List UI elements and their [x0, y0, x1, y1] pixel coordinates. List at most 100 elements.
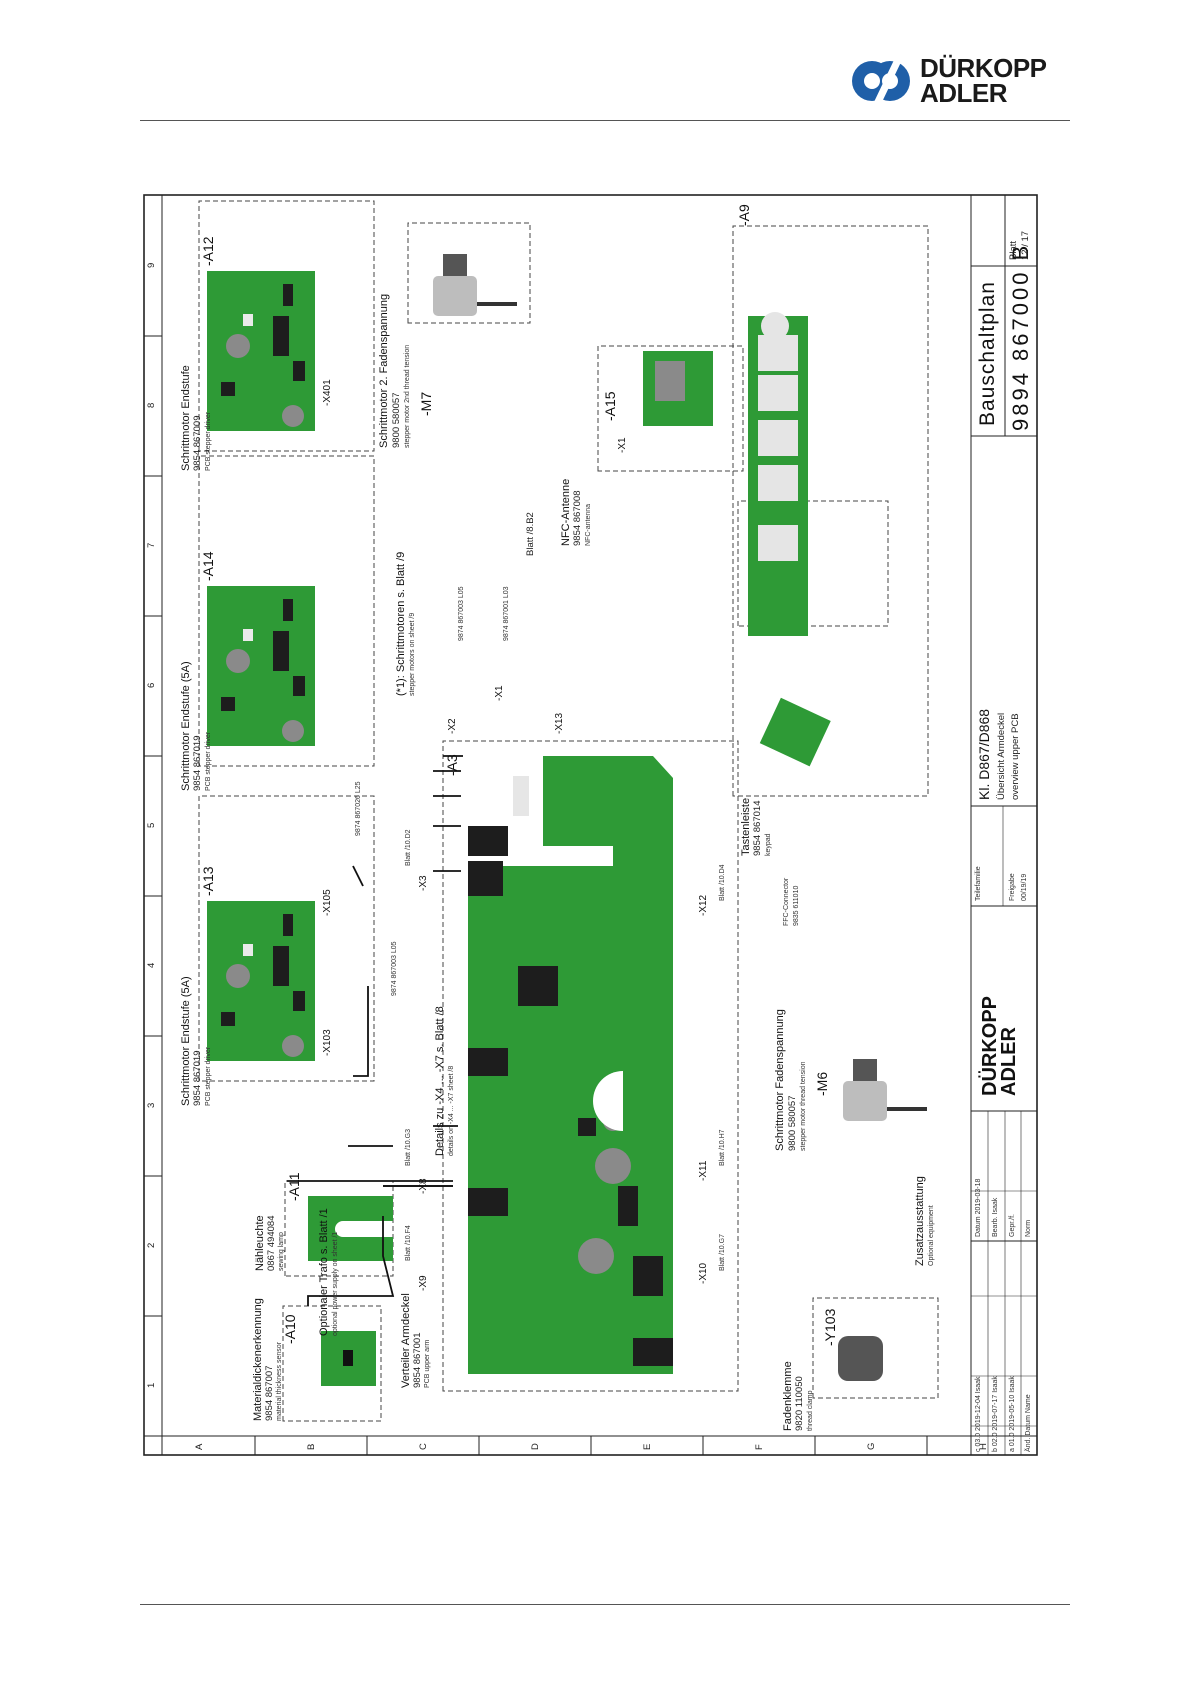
tb-line1: Kl. D867/D868 [976, 708, 992, 800]
tb-line2: Übersicht Armdeckel [996, 712, 1007, 800]
a9-number: 9854 867014 [752, 800, 763, 856]
y103-number: 9820 110050 [794, 1376, 805, 1431]
col-label-3: 3 [146, 1102, 157, 1108]
rev-c-name: Isaak [975, 1376, 982, 1394]
logo-mark-icon [852, 60, 910, 102]
brand-line1: DÜRKOPP [920, 53, 1047, 83]
trafo-note-en: optional power supply on sheet /1 [332, 1231, 339, 1336]
tb-blatt-label: Blatt [1008, 240, 1019, 260]
ref-x9: Blatt /10.F4 [405, 1225, 412, 1261]
a14-desc: PCB stepper driver [205, 731, 212, 791]
freigabe-date: 00/19/19 [1021, 873, 1028, 901]
col-label-9: 9 [146, 262, 157, 268]
stepper-note-en: stepper motors on sheet /9 [409, 612, 416, 696]
schematic-graphics [143, 194, 1038, 1456]
rev-head-change: Änd. [1025, 1437, 1032, 1452]
a3-name: Verteiler Armdeckel [400, 1293, 412, 1388]
header-rule [140, 120, 1070, 121]
a15-number: 9854 867008 [572, 490, 583, 546]
blatt-82: Blatt /8.B2 [525, 512, 536, 556]
ref-x8: Blatt /10.G3 [405, 1129, 412, 1166]
rev-head: Änd. Datum Name [1025, 1394, 1032, 1452]
conn-x12: -X12 [698, 894, 709, 916]
a12-ref: -A12 [200, 236, 216, 266]
trafo-note: Optionaler Trafo s. Blatt /1 [318, 1208, 330, 1336]
brand-name: DÜRKOPP ADLER [920, 53, 1047, 108]
tb-line3: overview upper PCB [1010, 713, 1021, 800]
cable-c1: 9874 867003 L05 [391, 941, 398, 997]
a10-ref: -A10 [282, 1314, 298, 1344]
col-label-1: 1 [146, 1382, 157, 1388]
row-label-g: G [866, 1442, 877, 1450]
rev-a-name: Isaak [1009, 1376, 1016, 1393]
row-label-e: E [642, 1443, 653, 1450]
brand-logo: DÜRKOPP ADLER [850, 53, 1080, 112]
conn-x1-a15: -X1 [617, 437, 628, 453]
conn-x3: -X3 [418, 875, 429, 891]
a9-name: Tastenleiste [740, 797, 752, 856]
col-label-2: 2 [146, 1242, 157, 1248]
brand-line2: ADLER [920, 78, 1008, 108]
y103-ref: -Y103 [822, 1308, 838, 1346]
appr-gepr: Gepr./f. [1009, 1214, 1016, 1237]
a12-desc: PCB stepper driver [205, 411, 212, 471]
a11-name: Nähleuchte [254, 1215, 266, 1271]
a14-name: Schrittmotor Endstufe (5A) [180, 661, 192, 791]
family-label: Teilefamilie [975, 866, 982, 901]
conn-x8: -X8 [418, 1178, 429, 1194]
row-label-d: D [530, 1443, 541, 1450]
row-label-b: B [306, 1443, 317, 1450]
col-label-6: 6 [146, 682, 157, 688]
conn-x10: -X10 [698, 1262, 709, 1284]
a3-number: 9854 867001 [412, 1332, 423, 1388]
schematic-sheet: 1 2 3 4 5 6 7 8 9 A B C D E F G H -A10 M… [143, 194, 1038, 1456]
titleblock-brand: DÜRKOPP ADLER [979, 996, 1020, 1096]
rev-a-date: 2019-05-10 [1009, 1394, 1016, 1431]
col-label-7: 7 [146, 542, 157, 548]
conn-x1: -X1 [494, 685, 505, 701]
a15-desc: NFC-antenna [585, 503, 592, 546]
appr-date: Datum 2019-03-18 [975, 1179, 982, 1237]
a13-ref: -A13 [200, 866, 216, 896]
appr-date-value: 2019-03-18 [975, 1178, 982, 1215]
conn-x401-a12: -X401 [322, 379, 333, 406]
a14-ref: -A14 [200, 551, 216, 581]
m6-number: 9800 580057 [787, 1095, 798, 1151]
m6-ref: -M6 [814, 1071, 830, 1096]
rev-row-b: b 02.0 2019-07-17 Isaak [992, 1376, 999, 1452]
a15-ref: -A15 [602, 391, 618, 421]
ref-x3: Blatt /10.D2 [405, 829, 412, 866]
conn-x103-a13: -X103 [322, 1029, 333, 1056]
ref-x10: Blatt /10.G7 [719, 1234, 726, 1271]
rev-b-letter: b [992, 1448, 999, 1452]
details-note: Details zu -X4 ... -X7 s. Blatt /8 [434, 1006, 446, 1156]
a9-ref: -A9 [736, 204, 752, 226]
row-label-f: F [754, 1444, 765, 1450]
m7-name: Schrittmotor 2. Fadenspannung [378, 293, 390, 448]
conn-x105-a13: -X105 [322, 889, 333, 916]
appr-date-label: Datum [975, 1216, 982, 1237]
a11-desc: sewing lamp [278, 1232, 285, 1271]
m6-desc: stepper motor thread tension [800, 1061, 807, 1152]
a9-desc: keypad [765, 833, 772, 856]
col-label-4: 4 [146, 962, 157, 968]
cable-c2: 9874 867026 L25 [355, 781, 362, 837]
ffc-number: 9835 611010 [793, 885, 800, 926]
a11-number: 0867 494084 [266, 1215, 277, 1271]
m7-number: 9800 580057 [391, 392, 402, 448]
y103-desc: thread clamp [807, 1390, 814, 1431]
ref-x11: Blatt /10.H7 [719, 1129, 726, 1166]
a13-number: 9854 867019 [192, 1050, 203, 1106]
a10-number: 9854 867007 [264, 1365, 275, 1421]
a13-desc: PCB stepper driver [205, 1046, 212, 1106]
m7-desc: stepper motor 2nd thread tension [404, 344, 411, 448]
optional-label: Zusatzausstattung [914, 1176, 926, 1266]
rev-b-date: 2019-07-17 [992, 1394, 999, 1431]
appr-bearb: Bearb. Isaak [992, 1198, 999, 1237]
row-label-c: C [418, 1443, 429, 1450]
rev-c-index: 03.0 [975, 1432, 982, 1447]
a10-name: Materialdickenerkennung [252, 1298, 264, 1421]
conn-x11: -X11 [698, 1160, 709, 1181]
col-label-8: 8 [146, 402, 157, 408]
tb-blatt-value: 12 / 17 [1020, 230, 1031, 260]
